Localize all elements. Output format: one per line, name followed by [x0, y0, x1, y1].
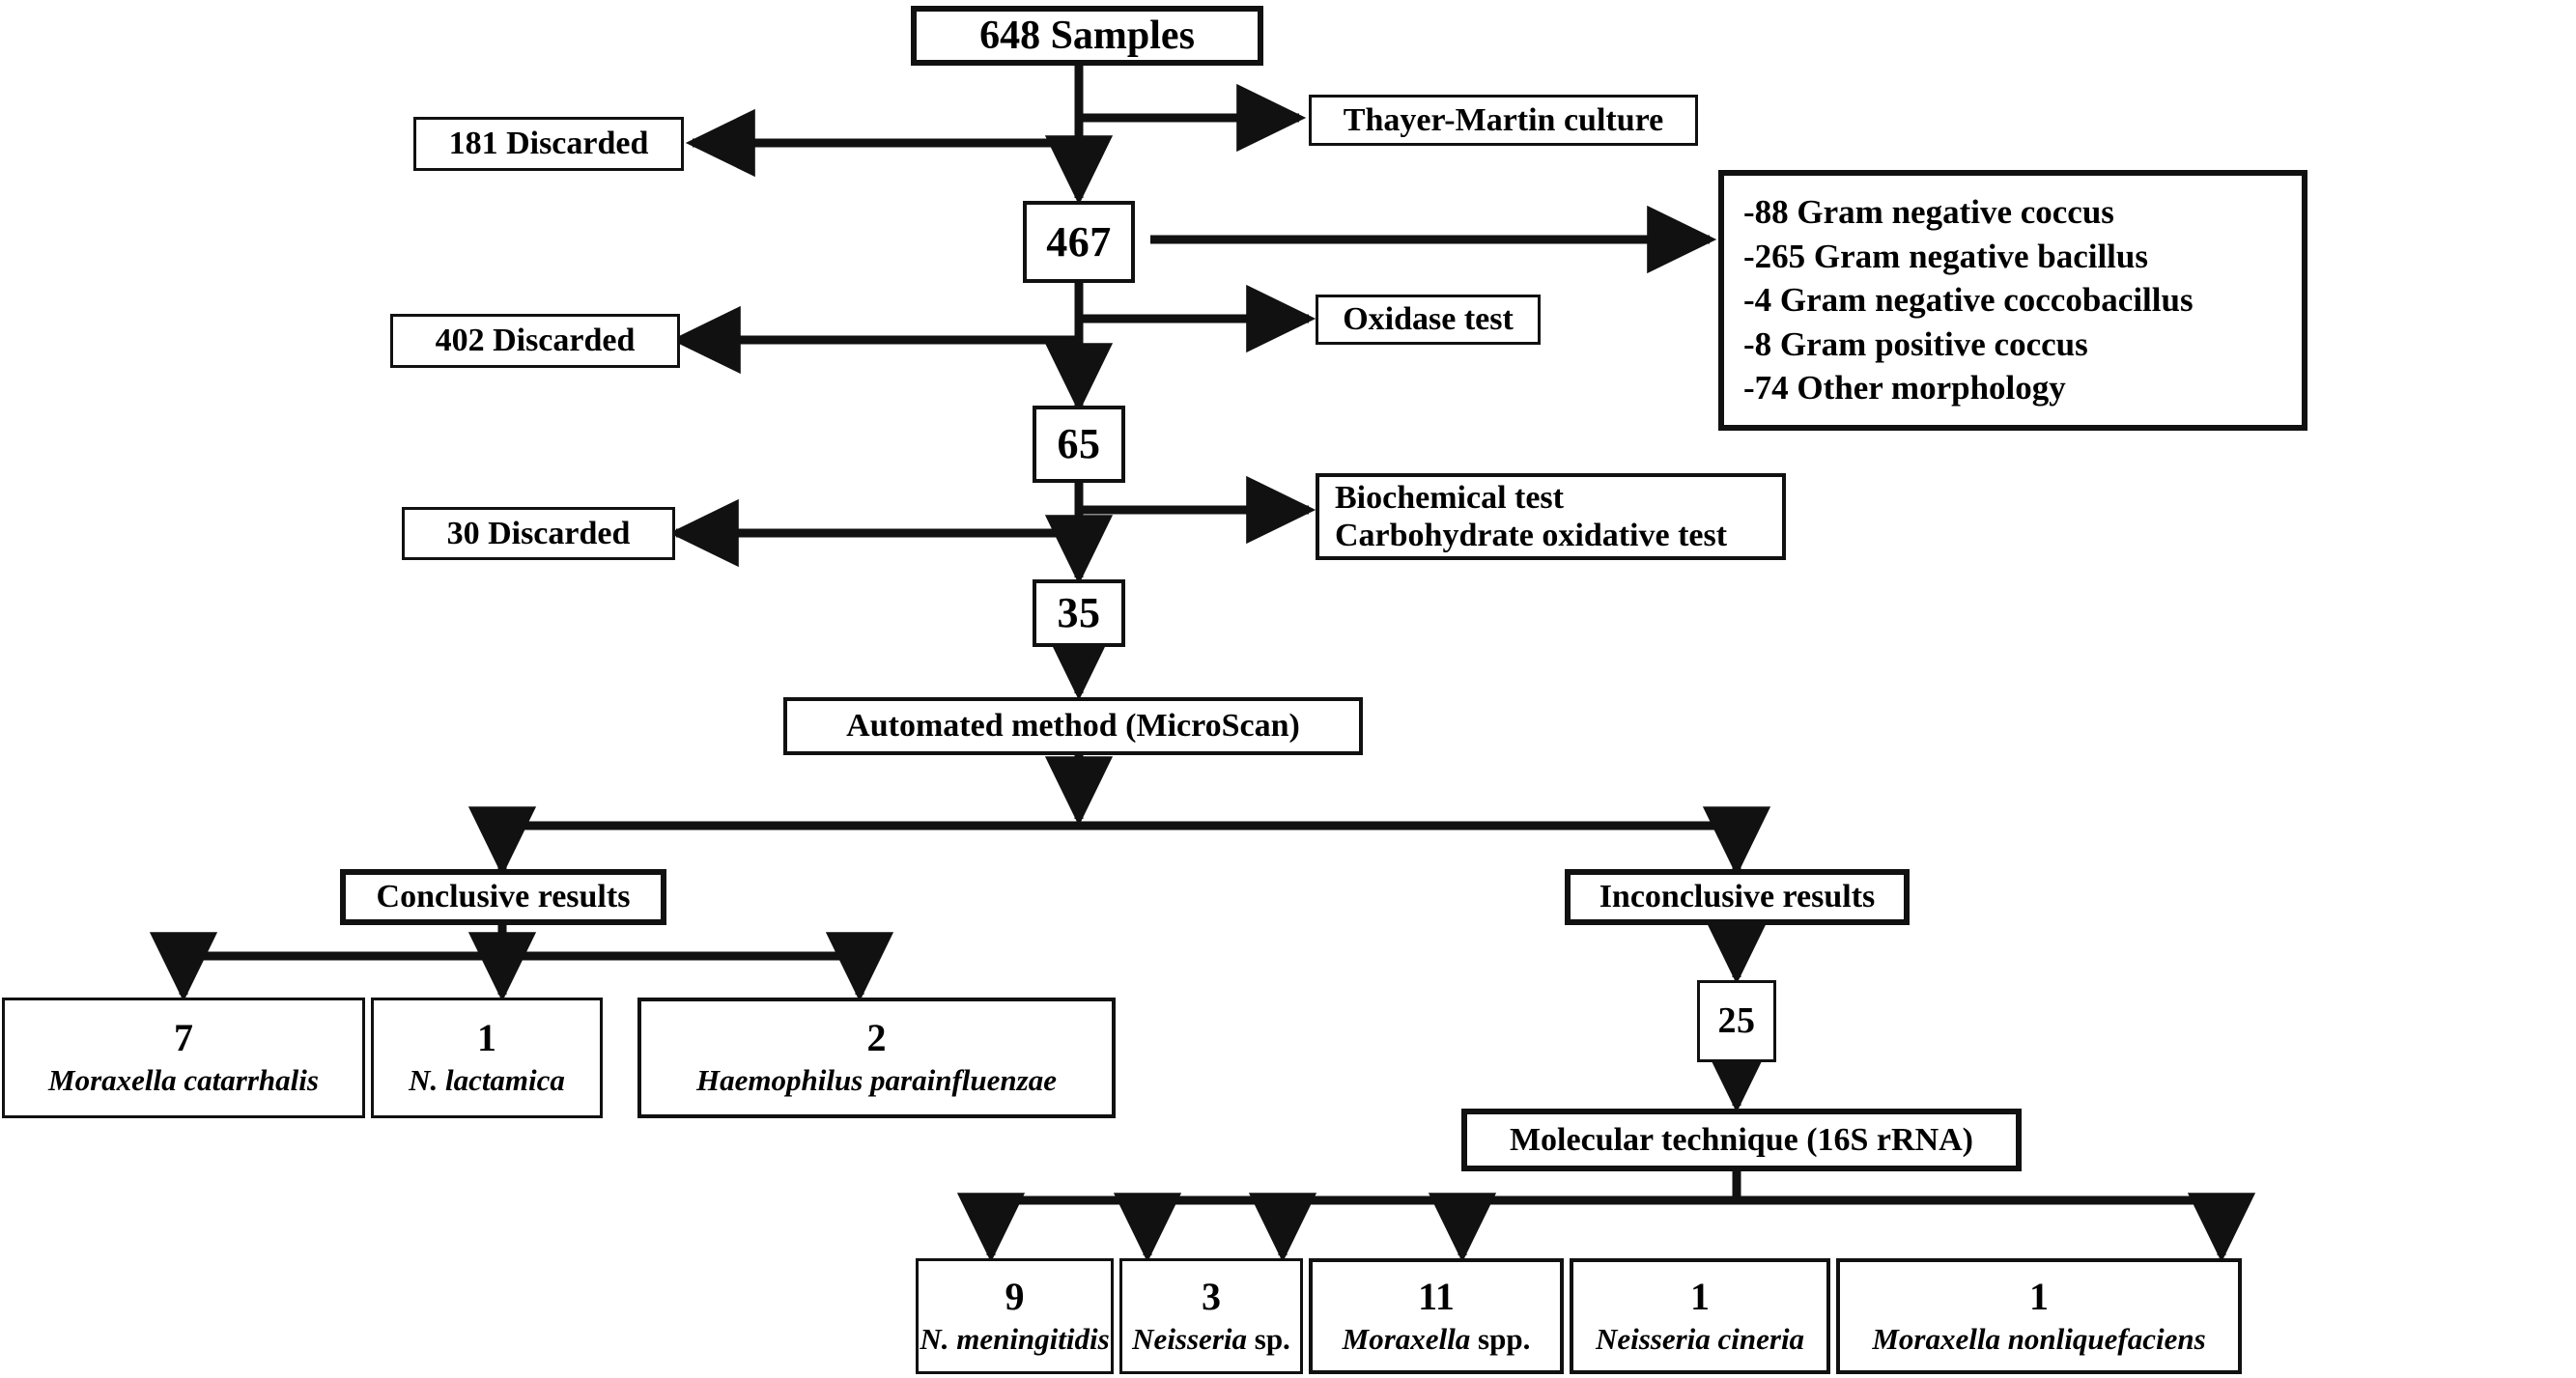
node-181-discarded-label: 181 Discarded [448, 126, 649, 162]
molecular-result-count-1: 9 [1005, 1274, 1025, 1318]
molecular-result-organism-4: Neisseria cineria [1595, 1321, 1805, 1356]
organism-name: Moraxella catarrhalis [48, 1063, 319, 1098]
node-inconclusive-results-label: Inconclusive results [1599, 879, 1876, 915]
node-402-discarded-label: 402 Discarded [435, 323, 636, 359]
organism-name: N. lactamica [409, 1063, 565, 1098]
node-30-discarded: 30 Discarded [402, 507, 675, 560]
molecular-result-organism-1: N. meningitidis [920, 1321, 1110, 1356]
organism-name: Moraxella [1342, 1321, 1471, 1356]
node-oxidase-test: Oxidase test [1316, 295, 1541, 345]
gram-result-line-1: -88 Gram negative coccus [1743, 193, 2114, 232]
molecular-result-box-1: 9 N. meningitidis [916, 1258, 1114, 1374]
node-count-65-label: 65 [1057, 420, 1101, 468]
node-count-35: 35 [1033, 579, 1125, 647]
node-count-467-label: 467 [1046, 217, 1112, 266]
conclusive-result-count-2: 1 [477, 1016, 496, 1060]
organism-name: N. meningitidis [920, 1321, 1110, 1356]
conclusive-result-organism-1: Moraxella catarrhalis [48, 1063, 319, 1098]
node-automated-method-label: Automated method (MicroScan) [846, 708, 1300, 745]
organism-name: Haemophilus parainfluenzae [696, 1063, 1057, 1098]
conclusive-result-organism-2: N. lactamica [409, 1063, 565, 1098]
organism-name: Neisseria [1132, 1321, 1247, 1356]
node-conclusive-results: Conclusive results [340, 869, 666, 925]
conclusive-result-count-3: 2 [866, 1016, 887, 1060]
node-gram-stain-results: -88 Gram negative coccus -265 Gram negat… [1718, 170, 2307, 431]
molecular-result-box-3: 11 Moraxella spp. [1309, 1258, 1564, 1374]
molecular-result-organism-3: Moraxella spp. [1342, 1321, 1531, 1356]
conclusive-result-organism-3: Haemophilus parainfluenzae [696, 1063, 1057, 1098]
conclusive-result-box-1: 7 Moraxella catarrhalis [2, 998, 365, 1118]
node-oxidase-test-label: Oxidase test [1343, 301, 1514, 338]
molecular-result-count-5: 1 [2029, 1274, 2049, 1318]
gram-result-line-4: -8 Gram positive coccus [1743, 324, 2088, 363]
gram-result-line-5: -74 Other morphology [1743, 369, 2066, 408]
node-molecular-technique: Molecular technique (16S rRNA) [1461, 1109, 2022, 1171]
node-biochemical-tests: Biochemical test Carbohydrate oxidative … [1316, 473, 1786, 560]
node-thayer-martin-culture: Thayer-Martin culture [1309, 95, 1698, 146]
node-thayer-martin-label: Thayer-Martin culture [1343, 101, 1664, 138]
molecular-result-box-2: 3 Neisseria sp. [1119, 1258, 1303, 1374]
node-648-samples-label: 648 Samples [979, 13, 1195, 58]
molecular-result-organism-2: Neisseria sp. [1132, 1321, 1290, 1356]
molecular-result-count-4: 1 [1690, 1274, 1710, 1318]
node-402-discarded: 402 Discarded [390, 314, 680, 368]
node-count-25: 25 [1697, 980, 1776, 1062]
conclusive-result-box-2: 1 N. lactamica [371, 998, 603, 1118]
node-count-35-label: 35 [1057, 589, 1101, 637]
node-conclusive-results-label: Conclusive results [376, 879, 631, 915]
molecular-result-box-5: 1 Moraxella nonliquefaciens [1836, 1258, 2242, 1374]
organism-name: Moraxella nonliquefaciens [1872, 1321, 2206, 1356]
biochem-line-1: Biochemical test [1335, 479, 1564, 516]
organism-suffix: sp. [1247, 1321, 1290, 1356]
conclusive-result-box-3: 2 Haemophilus parainfluenzae [637, 998, 1116, 1118]
node-inconclusive-results: Inconclusive results [1565, 869, 1910, 925]
node-count-467: 467 [1023, 201, 1135, 283]
node-count-65: 65 [1033, 406, 1125, 483]
molecular-result-box-4: 1 Neisseria cineria [1570, 1258, 1830, 1374]
conclusive-result-count-1: 7 [174, 1016, 193, 1060]
gram-result-line-2: -265 Gram negative bacillus [1743, 237, 2148, 275]
node-count-25-label: 25 [1717, 1000, 1756, 1042]
biochem-line-2: Carbohydrate oxidative test [1335, 518, 1728, 553]
organism-suffix: spp. [1470, 1321, 1531, 1356]
node-automated-method: Automated method (MicroScan) [783, 697, 1363, 755]
node-30-discarded-label: 30 Discarded [446, 515, 631, 551]
molecular-result-count-2: 3 [1202, 1274, 1221, 1318]
gram-result-line-3: -4 Gram negative coccobacillus [1743, 281, 2194, 320]
node-648-samples: 648 Samples [911, 6, 1263, 66]
node-181-discarded: 181 Discarded [413, 117, 684, 171]
organism-name: Neisseria cineria [1595, 1321, 1805, 1356]
molecular-result-organism-5: Moraxella nonliquefaciens [1872, 1321, 2206, 1356]
molecular-result-count-3: 11 [1418, 1274, 1455, 1318]
node-molecular-technique-label: Molecular technique (16S rRNA) [1509, 1121, 1974, 1158]
